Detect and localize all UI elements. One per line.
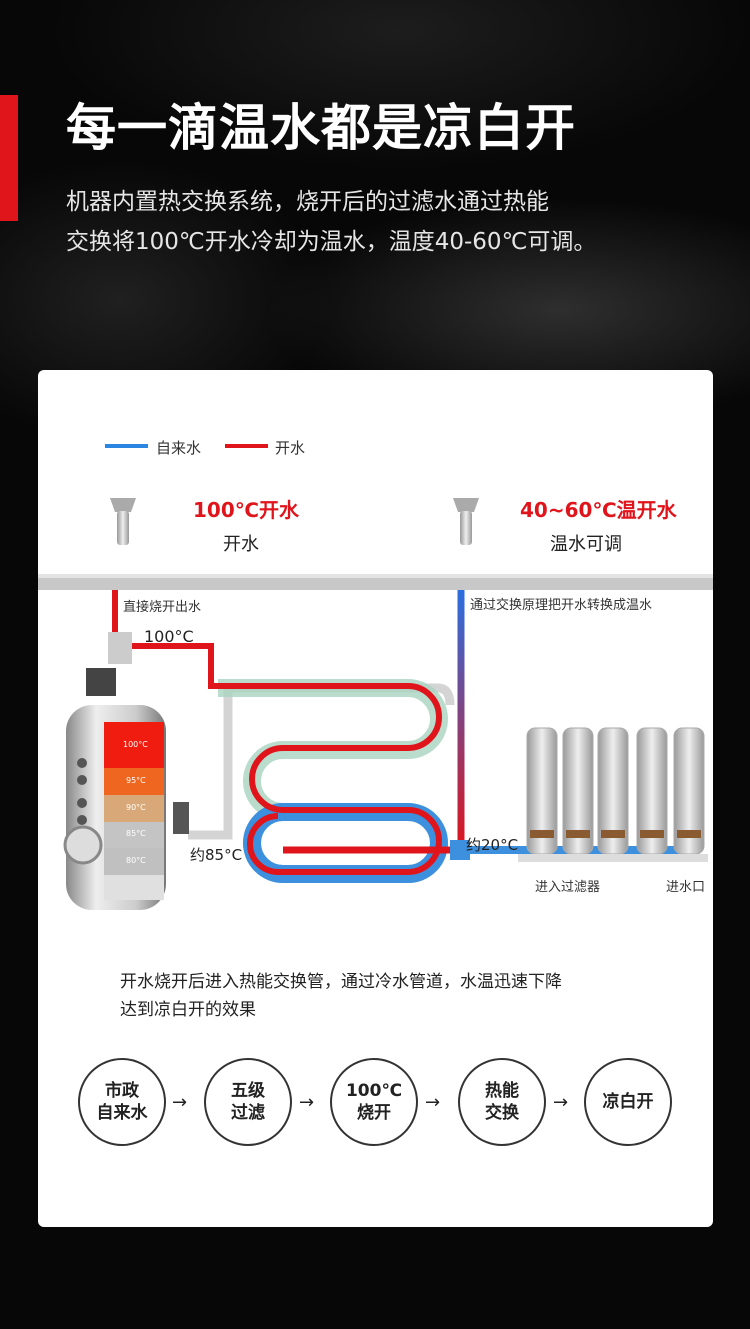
description-line: 达到凉白开的效果 xyxy=(120,1000,256,1020)
outlet-temp-label: 100℃开水 xyxy=(193,498,299,522)
flow-step-cool-boiled: 凉白开 xyxy=(584,1058,672,1146)
tank-level: 90°C xyxy=(126,803,146,812)
valve xyxy=(86,668,116,696)
flow-step-exchange: 热能交换 xyxy=(458,1058,546,1146)
legend-label: 开水 xyxy=(275,439,306,457)
tank-level: 100°C xyxy=(123,740,148,749)
description-line: 开水烧开后进入热能交换管，通过冷水管道，水温迅速下降 xyxy=(120,972,562,992)
subtitle-line: 交换将100℃开水冷却为温水，温度40-60℃可调。 xyxy=(66,229,597,255)
pipe-temp-label: 100°C xyxy=(144,627,194,646)
diagram-card: 自来水 开水 100℃开水 开水 40~60℃温开水 温水可调 直接烧开出水 通… xyxy=(38,370,713,1227)
filter-cartridges xyxy=(518,727,708,862)
arrow-icon: → xyxy=(299,1092,315,1113)
subtitle-line: 机器内置热交换系统，烧开后的过滤水通过热能 xyxy=(66,189,549,215)
heat-exchange-diagram xyxy=(38,444,713,910)
accent-bar xyxy=(0,95,18,221)
flow-step-tap-water: 市政自来水 xyxy=(78,1058,166,1146)
legend-label: 自来水 xyxy=(156,439,202,457)
cold-water-coil xyxy=(243,803,448,883)
tank-level: 85°C xyxy=(126,829,146,838)
faucet-icon xyxy=(453,498,479,545)
faucet-icon xyxy=(110,498,136,545)
hot-water-pipe xyxy=(112,590,442,875)
exchange-note: 通过交换原理把开水转换成温水 xyxy=(470,598,653,613)
cold-temp-label: 约20°C xyxy=(466,836,519,854)
flow-step-filter: 五级过滤 xyxy=(204,1058,292,1146)
valve xyxy=(173,802,189,834)
hot-out-label: 直接烧开出水 xyxy=(123,600,202,615)
arrow-icon: → xyxy=(172,1092,188,1113)
arrow-icon: → xyxy=(553,1092,569,1113)
outlet-name: 温水可调 xyxy=(550,534,622,555)
tank-level: 95°C xyxy=(126,776,146,785)
outlet-name: 开水 xyxy=(223,534,259,555)
page-title: 每一滴温水都是凉白开 xyxy=(66,99,576,157)
outlet-temp-label: 40~60℃温开水 xyxy=(520,498,677,522)
tank-level: 80°C xyxy=(126,856,146,865)
return-temp-label: 约85°C xyxy=(190,846,243,864)
arrow-icon: → xyxy=(425,1092,441,1113)
filter-in-label: 进入过滤器 xyxy=(535,880,601,895)
water-in-label: 进水口 xyxy=(666,880,706,895)
